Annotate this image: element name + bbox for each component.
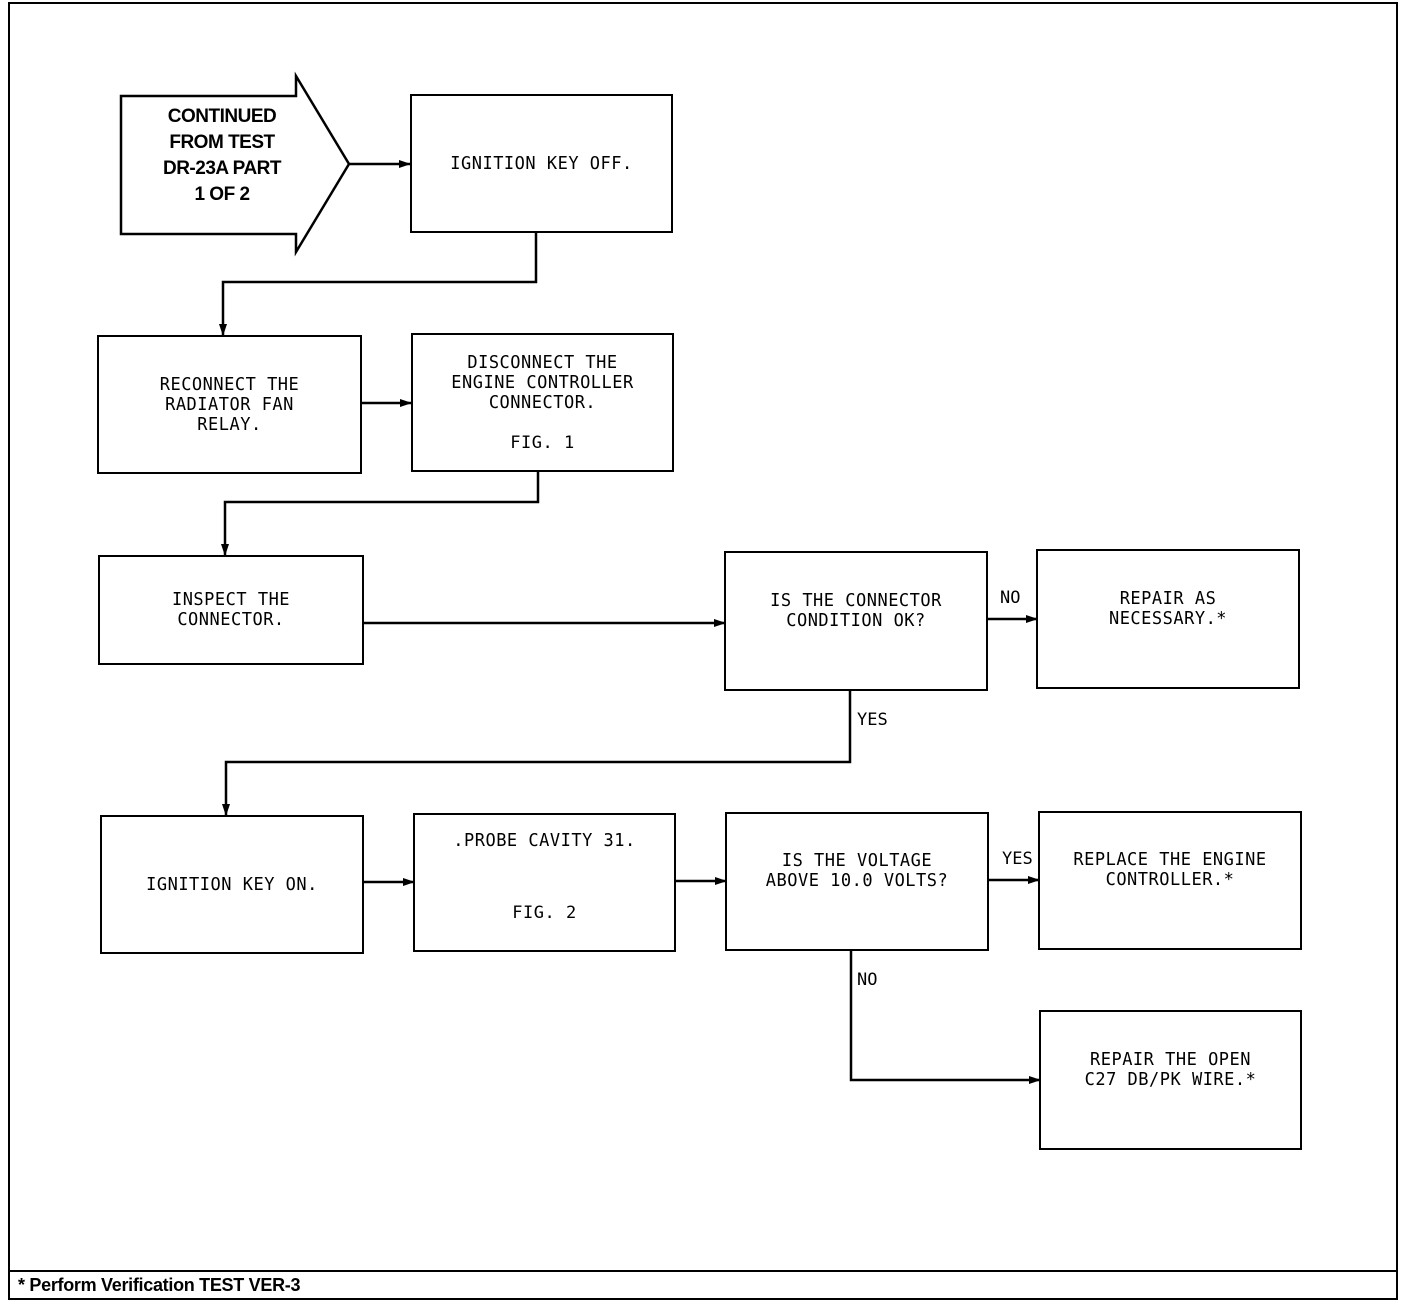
connector-key-off-to-reconnect — [219, 232, 538, 336]
connector-voltage-no — [849, 950, 1041, 1084]
step-repair-open-wire: REPAIR THE OPEN C27 DB/PK WIRE.* — [1039, 1010, 1302, 1150]
branch-label-yes: YES — [1002, 849, 1033, 869]
step-disconnect-controller: DISCONNECT THE ENGINE CONTROLLER CONNECT… — [411, 333, 674, 472]
footer-divider — [8, 1270, 1398, 1272]
step-inspect-connector: INSPECT THE CONNECTOR. — [98, 555, 364, 665]
decision-voltage-above-10: IS THE VOLTAGE ABOVE 10.0 VOLTS? — [725, 812, 989, 951]
branch-label-no: NO — [1000, 588, 1021, 608]
step-reconnect-relay: RECONNECT THE RADIATOR FAN RELAY. — [97, 335, 362, 474]
connector-connector-ok-yes — [222, 691, 852, 816]
start-continued-text: CONTINUED FROM TEST DR-23A PART 1 OF 2 — [162, 106, 282, 205]
fig-1-reference: FIG. 1 — [510, 432, 575, 453]
connector-disconnect-to-inspect — [221, 472, 540, 556]
fig-2-reference: FIG. 2 — [512, 903, 577, 923]
branch-label-yes: YES — [857, 710, 888, 730]
branch-label-no: NO — [857, 970, 878, 990]
start-arrow-shape — [119, 71, 351, 257]
step-ignition-key-on: IGNITION KEY ON. — [100, 815, 364, 954]
step-replace-controller: REPLACE THE ENGINE CONTROLLER.* — [1038, 811, 1302, 950]
decision-connector-ok: IS THE CONNECTOR CONDITION OK? — [724, 551, 988, 691]
step-ignition-key-off: IGNITION KEY OFF. — [410, 94, 673, 233]
step-probe-cavity: .PROBE CAVITY 31. FIG. 2 — [413, 813, 676, 952]
page-frame — [8, 2, 1398, 1300]
step-repair-as-necessary: REPAIR AS NECESSARY.* — [1036, 549, 1300, 689]
footer-note: * Perform Verification TEST VER-3 — [18, 1275, 301, 1295]
